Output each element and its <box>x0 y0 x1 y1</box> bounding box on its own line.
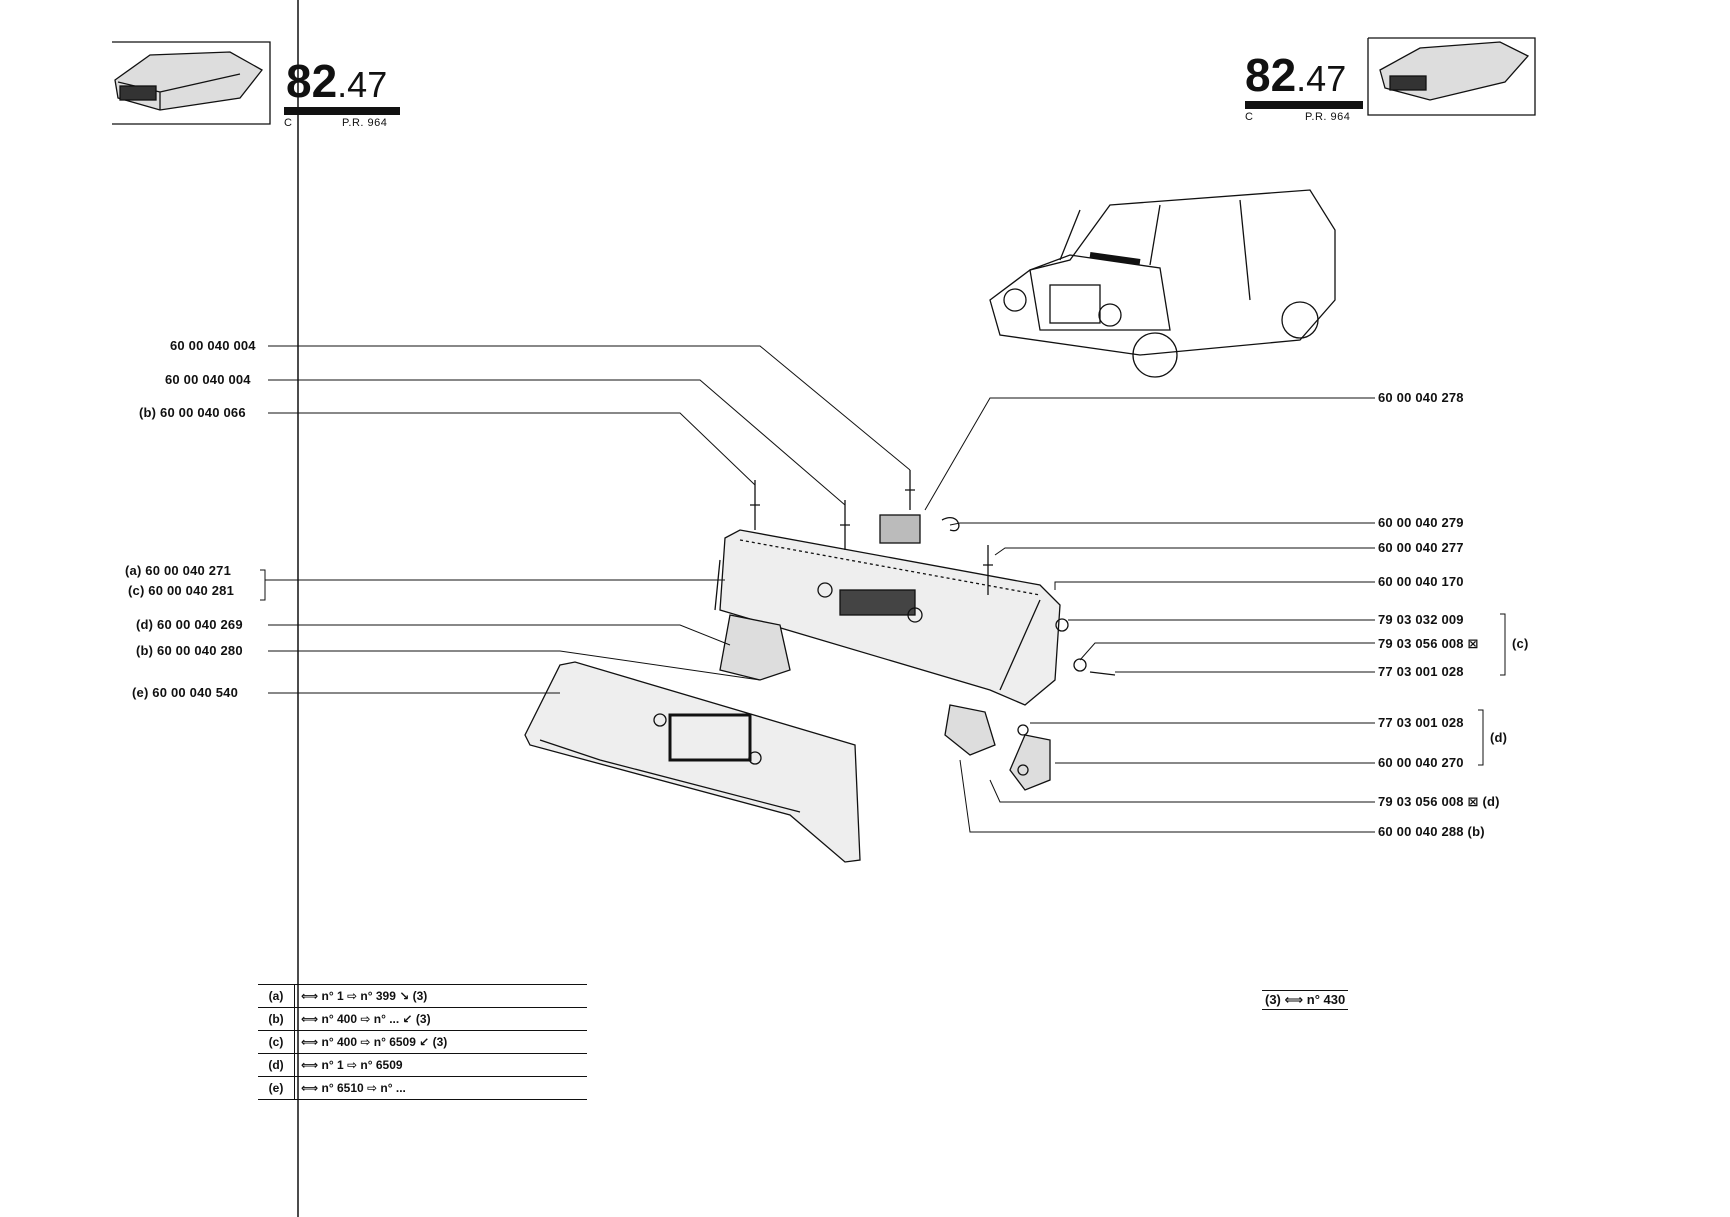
part-label-right-9: 60 00 040 270 <box>1378 755 1464 770</box>
part-label-left-8: (e) 60 00 040 540 <box>132 685 239 700</box>
legend-text: ⟺ n° 1 ⇨ n° 399 ↘ (3) <box>294 984 587 1008</box>
part-label-right-6: 79 03 056 008 ⊠ <box>1378 636 1479 651</box>
part-label-left-1: 60 00 040 004 <box>170 338 256 353</box>
thumbnail-left-image <box>112 41 271 125</box>
part-label-right-5: 79 03 032 009 <box>1378 612 1464 627</box>
header-code-right-pr: P.R. 964 <box>1305 111 1351 123</box>
legend-key: (b) <box>258 1007 295 1031</box>
legend-row: (b) ⟺ n° 400 ⇨ n° ... ↙ (3) <box>258 1007 587 1031</box>
legend-key: (c) <box>258 1030 295 1054</box>
legend-row: (e) ⟺ n° 6510 ⇨ n° ... <box>258 1076 587 1100</box>
leader-lines-left <box>265 345 911 694</box>
group-label-d: (d) <box>1490 730 1508 745</box>
part-label-right-11: 60 00 040 288 (b) <box>1378 824 1485 839</box>
thumbnail-right-image <box>1367 37 1536 116</box>
part-label-right-3: 60 00 040 277 <box>1378 540 1464 555</box>
legend-row: (a) ⟺ n° 1 ⇨ n° 399 ↘ (3) <box>258 984 587 1008</box>
page-number-sub: .47 <box>1296 58 1347 99</box>
part-label-left-7: (b) 60 00 040 280 <box>136 643 243 658</box>
legend-row: (d) ⟺ n° 1 ⇨ n° 6509 <box>258 1053 587 1077</box>
legend-text: ⟺ n° 400 ⇨ n° 6509 ↙ (3) <box>294 1030 587 1054</box>
dashboard-panel-upper <box>714 529 1061 706</box>
header-code-right-c: C <box>1245 111 1254 123</box>
bracket-left <box>719 614 791 681</box>
bracket-right-1 <box>944 704 996 756</box>
legend-text: ⟺ n° 1 ⇨ n° 6509 <box>294 1053 587 1077</box>
header-bar-right <box>1245 101 1363 109</box>
legend-key: (d) <box>258 1053 295 1077</box>
part-label-right-2: 60 00 040 279 <box>1378 515 1464 530</box>
legend-text: ⟺ n° 400 ⇨ n° ... ↙ (3) <box>294 1007 587 1031</box>
leader-lines-right <box>260 397 1506 833</box>
header-bar-left <box>284 107 400 115</box>
part-label-right-7: 77 03 001 028 <box>1378 664 1464 679</box>
legend-text: ⟺ n° 6510 ⇨ n° ... <box>294 1076 587 1100</box>
part-label-right-10: 79 03 056 008 ⊠ (d) <box>1378 794 1500 809</box>
bracket-right-2 <box>1009 734 1051 791</box>
part-label-left-5: (c) 60 00 040 281 <box>128 583 235 598</box>
part-label-right-8: 77 03 001 028 <box>1378 715 1464 730</box>
fasteners <box>750 470 1116 776</box>
legend-row: (c) ⟺ n° 400 ⇨ n° 6509 ↙ (3) <box>258 1030 587 1054</box>
dashboard-panel-lower <box>524 661 861 863</box>
legend-key: (a) <box>258 984 295 1008</box>
group-label-c: (c) <box>1512 636 1529 651</box>
part-label-left-3: (b) 60 00 040 066 <box>139 405 246 420</box>
part-label-right-4: 60 00 040 170 <box>1378 574 1464 589</box>
page-number-right: 82.47 <box>1245 52 1346 102</box>
part-label-left-2: 60 00 040 004 <box>165 372 251 387</box>
legend-table: (a) ⟺ n° 1 ⇨ n° 399 ↘ (3) (b) ⟺ n° 400 ⇨… <box>258 984 587 1100</box>
part-label-left-6: (d) 60 00 040 269 <box>136 617 243 632</box>
part-label-left-4: (a) 60 00 040 271 <box>125 563 232 578</box>
footnote: (3) ⟺ n° 430 <box>1262 990 1349 1010</box>
header-code-left-c: C <box>284 117 293 129</box>
page-number-sub: .47 <box>337 64 388 105</box>
page-number-main: 82 <box>1245 49 1297 101</box>
legend-key: (e) <box>258 1076 295 1100</box>
part-label-right-1: 60 00 040 278 <box>1378 390 1464 405</box>
page-number-left: 82.47 <box>286 58 387 108</box>
vehicle-illustration <box>989 189 1336 378</box>
page-number-main: 82 <box>286 55 338 107</box>
header-code-left-pr: P.R. 964 <box>342 117 388 129</box>
